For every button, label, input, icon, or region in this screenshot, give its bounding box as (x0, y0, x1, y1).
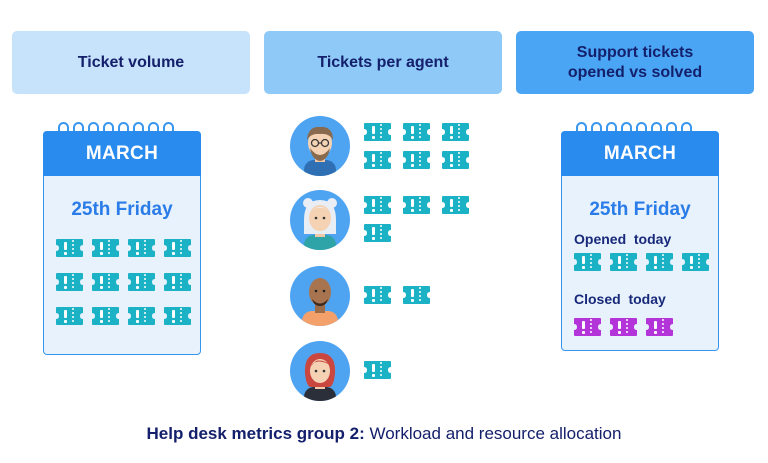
footer-caption: Help desk metrics group 2: Workload and … (0, 424, 768, 444)
opened-vs-solved-calendar: MARCH 25th Friday Opened today Closed to… (561, 122, 719, 351)
ticket-icon (610, 318, 637, 336)
ticket-icon (128, 239, 155, 257)
ticket-volume-calendar: MARCH 25th Friday (43, 122, 201, 355)
ticket-icon (646, 318, 673, 336)
ticket-icon (56, 307, 83, 325)
ticket-icon (403, 196, 430, 214)
calendar-ring-icon (636, 122, 647, 135)
ticket-icon (364, 123, 391, 141)
ticket-icon (403, 123, 430, 141)
calendar-ring-icon (133, 122, 144, 135)
header-opened-vs-solved: Support tickets opened vs solved (516, 31, 754, 94)
calendar-ring-icon (621, 122, 632, 135)
avatar-icon (290, 116, 350, 176)
calendar-ring-icon (103, 122, 114, 135)
ticket-icon (682, 253, 709, 271)
ticket-icon (403, 286, 430, 304)
calendar-rings (58, 122, 174, 135)
ticket-icon (403, 151, 430, 169)
calendar-ring-icon (88, 122, 99, 135)
ticket-icon (164, 273, 191, 291)
calendar-ring-icon (148, 122, 159, 135)
ticket-icon (442, 196, 469, 214)
avatar-icon (290, 190, 350, 250)
ticket-icon (574, 318, 601, 336)
ticket-icon (92, 273, 119, 291)
ticket-icon (56, 239, 83, 257)
ticket-icon (364, 286, 391, 304)
ticket-icon (128, 273, 155, 291)
agent-row (290, 190, 469, 250)
closed-ticket-grid (573, 317, 710, 337)
ticket-icon (610, 253, 637, 271)
calendar-date: 25th Friday (71, 199, 173, 220)
ticket-icon (646, 253, 673, 271)
header-label: Support tickets opened vs solved (567, 43, 703, 81)
ticket-icon (56, 273, 83, 291)
agent-ticket-grid (363, 285, 471, 305)
agent-ticket-grid (363, 122, 471, 170)
ticket-icon (92, 239, 119, 257)
calendar-ring-icon (73, 122, 84, 135)
ticket-icon (128, 307, 155, 325)
ticket-icon (164, 307, 191, 325)
ticket-icon (92, 307, 119, 325)
ticket-icon (364, 224, 391, 242)
avatar-icon (290, 341, 350, 401)
header-ticket-volume: Ticket volume (12, 31, 250, 94)
ticket-icon (442, 151, 469, 169)
avatar-icon (290, 266, 350, 326)
ticket-icon (574, 253, 601, 271)
ticket-icon (442, 123, 469, 141)
footer-text: Workload and resource allocation (364, 424, 622, 443)
closed-today-label: Closed today (574, 291, 666, 307)
agent-ticket-grid (363, 360, 471, 380)
header-label: Tickets per agent (317, 53, 449, 71)
header-tickets-per-agent: Tickets per agent (264, 31, 502, 94)
calendar-ring-icon (651, 122, 662, 135)
calendar-ring-icon (606, 122, 617, 135)
calendar-ring-icon (58, 122, 69, 135)
footer-bold: Help desk metrics group 2: (146, 424, 365, 443)
opened-ticket-grid (573, 252, 710, 272)
calendar-month: MARCH (43, 131, 201, 176)
ticket-volume-grid (55, 238, 192, 326)
ticket-icon (364, 196, 391, 214)
calendar-month: MARCH (561, 131, 719, 176)
header-label: Ticket volume (77, 53, 185, 71)
calendar-ring-icon (591, 122, 602, 135)
calendar-ring-icon (576, 122, 587, 135)
agent-row (290, 341, 391, 401)
opened-today-label: Opened today (574, 231, 672, 247)
calendar-ring-icon (681, 122, 692, 135)
ticket-icon (364, 361, 391, 379)
ticket-icon (364, 151, 391, 169)
calendar-rings (576, 122, 692, 135)
ticket-icon (164, 239, 191, 257)
agent-ticket-grid (363, 195, 471, 243)
calendar-date: 25th Friday (589, 199, 691, 220)
agent-row (290, 116, 469, 176)
agent-row (290, 266, 430, 326)
calendar-ring-icon (163, 122, 174, 135)
calendar-ring-icon (666, 122, 677, 135)
calendar-ring-icon (118, 122, 129, 135)
